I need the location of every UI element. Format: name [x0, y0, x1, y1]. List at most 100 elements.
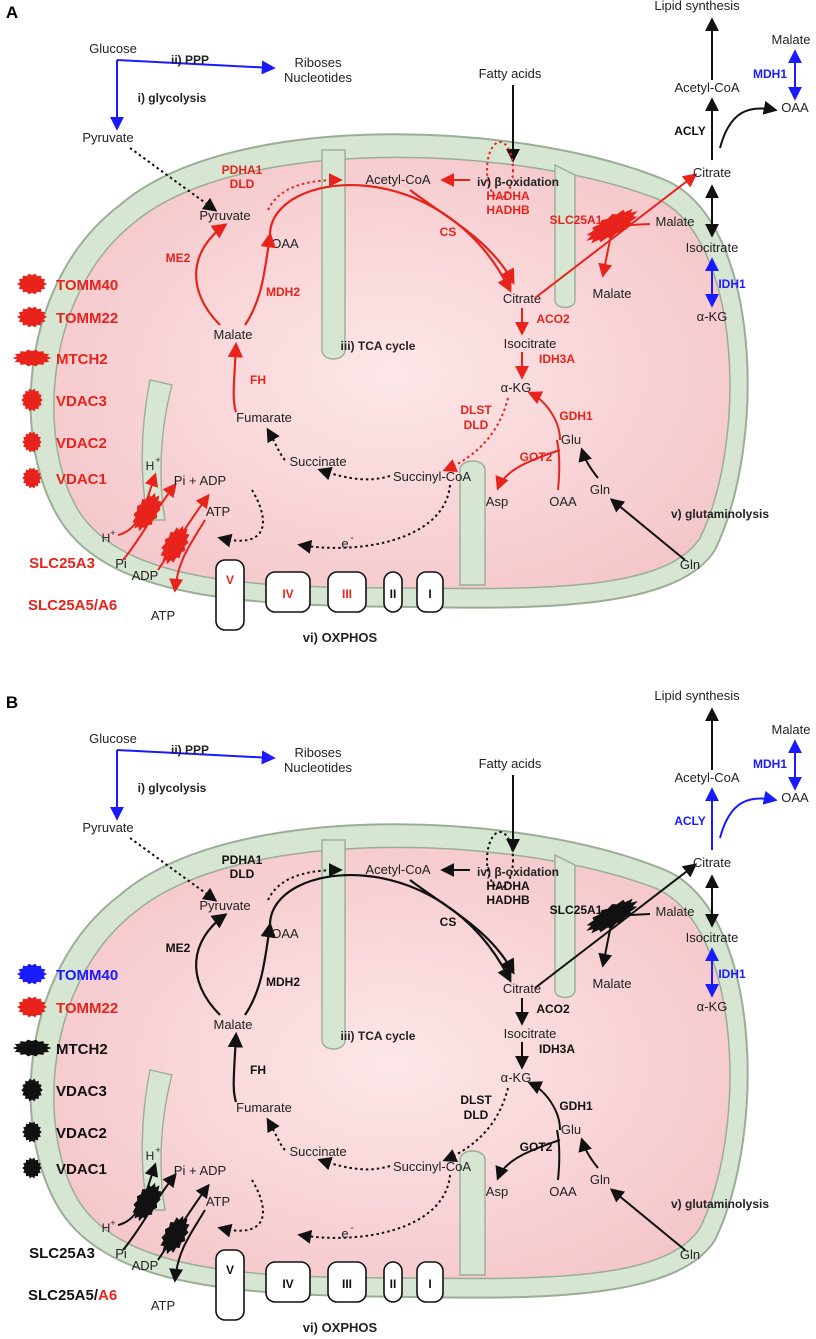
a6-name: A6	[98, 597, 117, 614]
ppp-arrow	[116, 59, 276, 75]
crista-1	[321, 839, 346, 1050]
gln-out-label: Gln	[680, 1247, 700, 1262]
fh-label: FH	[250, 1063, 266, 1077]
h-out-label: H	[102, 1221, 111, 1235]
beta-ox-loop	[486, 831, 514, 889]
pdha1-label: PDHA1	[222, 853, 263, 867]
gdh1-arrow	[527, 391, 561, 441]
complex-IV	[265, 1261, 311, 1303]
fumarate-label: Fumarate	[236, 410, 292, 425]
idh1-label: IDH1	[718, 277, 746, 291]
glu-label: Glu	[561, 1122, 581, 1137]
crista-3	[459, 1150, 486, 1276]
atp-in-label: ATP	[206, 1194, 230, 1209]
succ-fum-arrow	[266, 1117, 286, 1151]
malate-out-arrow	[598, 919, 613, 968]
malate-cyto-label: Malate	[655, 214, 694, 229]
beta-ox-label: iv) β-oxidation	[477, 175, 559, 189]
gln-import-arrow	[609, 1188, 686, 1251]
glycolysis-label: i) glycolysis	[138, 781, 207, 795]
akg-label: α-KG	[501, 1070, 532, 1085]
acly-oaa-arrow	[719, 100, 778, 149]
protein-label-vdac2: VDAC2	[56, 1125, 107, 1142]
citrate-label: Citrate	[503, 291, 541, 306]
oaa2-label: OAA	[549, 494, 577, 509]
pi-import-arrow	[122, 1172, 177, 1251]
h-out-label: H	[102, 531, 111, 545]
adp-out-label: ADP	[132, 1258, 159, 1273]
glutaminolysis-label: v) glutaminolysis	[671, 507, 769, 521]
complex-label-I: I	[428, 1277, 431, 1291]
pdh-arrow	[267, 173, 343, 211]
complex-V	[215, 559, 245, 631]
gln-label: Gln	[590, 1172, 610, 1187]
slc25a5-name: SLC25A5/	[28, 597, 99, 614]
malate-cyto-top-label: Malate	[771, 32, 810, 47]
tca-label: iii) TCA cycle	[341, 1029, 416, 1043]
isocitrate-label: Isocitrate	[504, 336, 557, 351]
malate-out-label: Malate	[592, 286, 631, 301]
pyruvate-label: Pyruvate	[199, 208, 250, 223]
citrate-cyto-label: Citrate	[693, 855, 731, 870]
gln-glu-arrow	[578, 447, 599, 479]
got2-arrow	[495, 1139, 561, 1181]
beta-ox-loop	[486, 141, 514, 199]
complex-label-IV: IV	[282, 587, 293, 601]
protein-mtch2	[12, 1039, 52, 1057]
panel-label: A	[6, 3, 18, 22]
mdh2-label: MDH2	[266, 975, 300, 989]
malate-in-line	[611, 223, 651, 227]
malate-in-line	[611, 913, 651, 917]
ppp-arrow	[116, 749, 276, 765]
panel-label: B	[6, 693, 18, 712]
adp-out-label: ADP	[132, 568, 159, 583]
complex-I	[416, 1261, 444, 1303]
atp-out-label: ATP	[151, 1298, 175, 1313]
pyruvate-import-arrow	[129, 837, 218, 902]
oaa2-line	[556, 439, 561, 491]
adp-import-arrow	[157, 493, 210, 571]
complex-label-II: II	[390, 587, 397, 601]
protein-label-vdac1: VDAC1	[56, 471, 107, 488]
electron-charge: -	[350, 533, 353, 544]
pdh-arrow	[267, 863, 343, 901]
glutaminolysis-label: v) glutaminolysis	[671, 1197, 769, 1211]
gln-glu-arrow	[578, 1137, 599, 1169]
complex-label-I: I	[428, 587, 431, 601]
fatty-acids-label: Fatty acids	[479, 756, 542, 771]
crista-3	[459, 460, 486, 586]
citrate-export-arrow	[534, 173, 698, 299]
me2-arrow	[195, 913, 228, 1016]
mdh1-label: MDH1	[753, 67, 787, 81]
got2-label: GOT2	[520, 1140, 553, 1154]
succinate-label: Succinate	[289, 454, 346, 469]
malate-cyto-label: Malate	[655, 904, 694, 919]
complex-label-III: III	[342, 587, 352, 601]
protein-label-mtch2: MTCH2	[56, 351, 108, 368]
oaa-cyto-label: OAA	[781, 790, 809, 805]
fh-label: FH	[250, 373, 266, 387]
pi-adp-label: Pi + ADP	[174, 473, 226, 488]
pdha1-label: PDHA1	[222, 163, 263, 177]
fh-arrow	[227, 1031, 244, 1103]
slc25a5-label: SLC25A5/A6	[28, 597, 117, 614]
isocitrate-label: Isocitrate	[504, 1026, 557, 1041]
hadhb-label: HADHB	[486, 893, 530, 907]
dld2-label: DLD	[464, 418, 489, 432]
protein-label-vdac2: VDAC2	[56, 435, 107, 452]
slc25a3-label: SLC25A3	[29, 1245, 95, 1262]
atp-synthesis-arrow	[217, 1179, 264, 1238]
pi-out-label: Pi	[115, 556, 127, 571]
protein-label-vdac3: VDAC3	[56, 393, 107, 410]
atp-export-arrow	[169, 519, 206, 593]
riboses-label: Riboses	[295, 55, 342, 70]
electron-label: e	[341, 536, 348, 551]
ppp-label: ii) PPP	[171, 743, 209, 757]
h-out-charge: +	[110, 1218, 115, 1228]
nucleotides-label: Nucleotides	[284, 760, 352, 775]
cs-label: CS	[440, 915, 457, 929]
dld1-label: DLD	[230, 867, 255, 881]
malate-label: Malate	[213, 327, 252, 342]
glucose-label: Glucose	[89, 41, 137, 56]
